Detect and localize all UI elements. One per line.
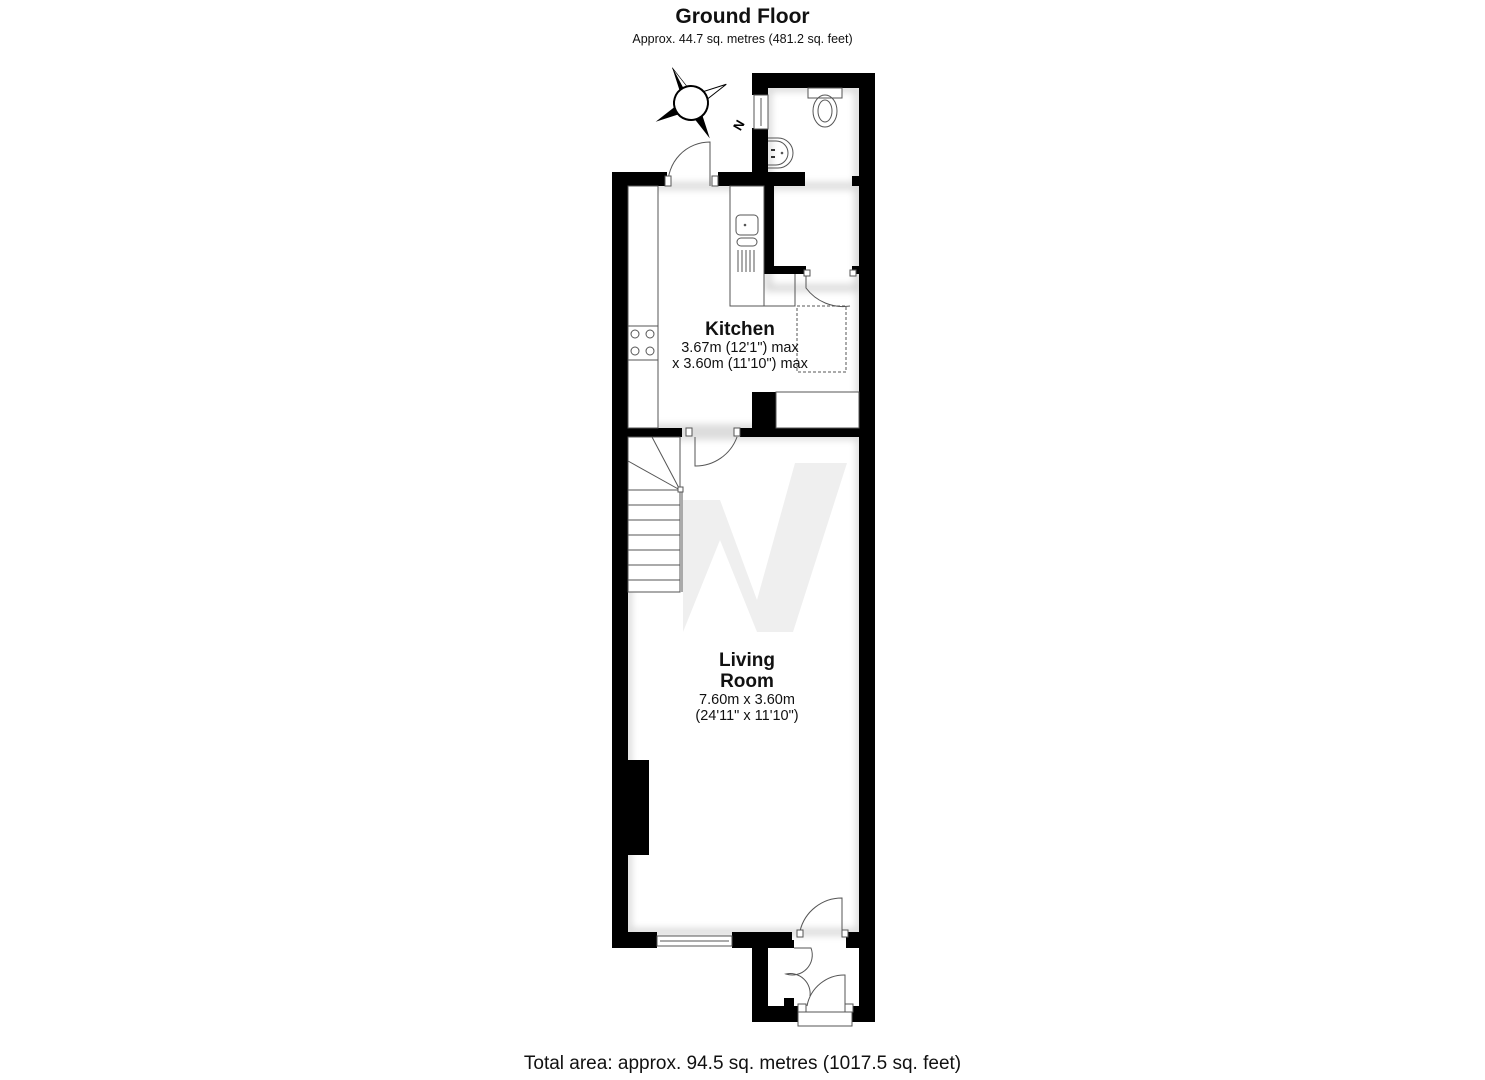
floor-area: Approx. 44.7 sq. metres (481.2 sq. feet) [632,32,853,46]
room-dimension: 7.60m x 3.60m [699,691,795,708]
living-room-label: Living Room 7.60m x 3.60m (24'11" x 11'1… [657,650,837,725]
room-dimension: 3.67m (12'1") max [681,339,799,356]
toilet-icon [807,87,843,128]
room-name: Kitchen [705,319,775,340]
total-area: Total area: approx. 94.5 sq. metres (101… [523,1053,962,1074]
room-dimension: (24'11" x 11'10") [695,707,799,724]
floor-title: Ground Floor [675,5,810,28]
kitchen-label: Kitchen 3.67m (12'1") max x 3.60m (11'10… [650,319,830,373]
back-door [664,141,719,187]
room-dimension: x 3.60m (11'10") max [672,355,808,372]
staircase [627,436,684,593]
compass-north-label: N [730,117,748,133]
fixtures [627,87,860,1027]
walls [612,73,875,1022]
compass-icon [655,67,727,139]
internal-door [685,427,741,467]
w-watermark-icon [683,463,847,632]
kitchen-sink-icon [735,214,759,272]
basin-icon [768,137,794,169]
room-name: Living [719,650,775,671]
hob-icon [627,325,659,361]
room-name: Room [720,670,774,692]
